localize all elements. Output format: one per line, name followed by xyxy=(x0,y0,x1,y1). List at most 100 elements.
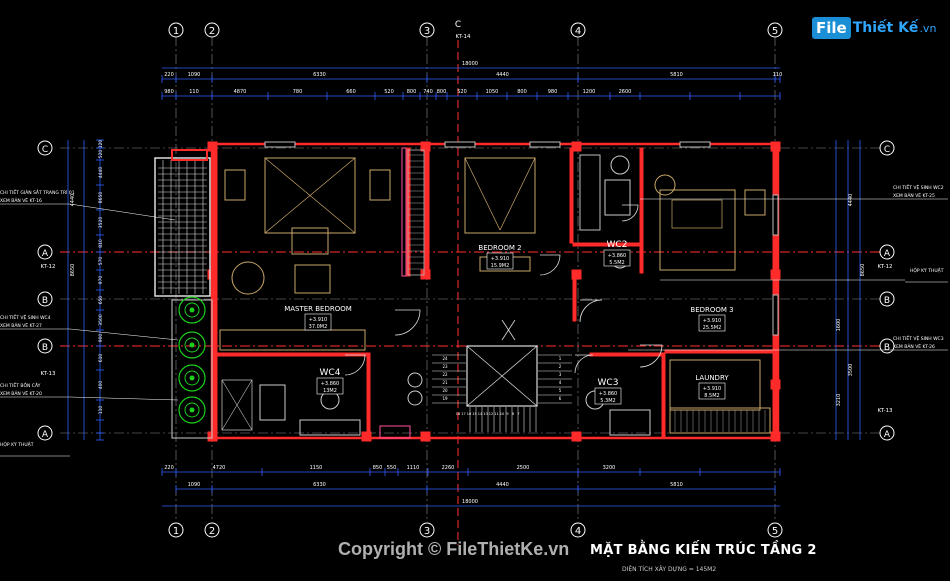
room-area: 8.5M2 xyxy=(704,393,719,399)
room-tag xyxy=(698,314,726,332)
grid-label-bottom: 3 xyxy=(424,526,430,537)
section-ref: KT-14 xyxy=(455,34,471,40)
window-right-1 xyxy=(772,294,779,336)
room-tag xyxy=(316,377,344,395)
stair-number-right: 6 xyxy=(559,396,562,401)
stair-number-bottom: 16 xyxy=(467,412,471,416)
wall-right xyxy=(772,143,779,439)
leader-left-0 xyxy=(69,203,176,221)
wc4-vanity xyxy=(299,419,361,436)
note-right-line1: CHI TIẾT VỆ SINH WC3 xyxy=(893,334,944,342)
window-top-2 xyxy=(529,141,561,148)
grid-label-right: C xyxy=(884,145,890,155)
grid-label-top: 1 xyxy=(173,26,179,37)
stair-number-left: 22 xyxy=(442,372,448,377)
grid-label-right: B xyxy=(884,296,890,306)
stair-number-right: 3 xyxy=(559,372,562,377)
grid-bubble-left xyxy=(37,140,53,156)
grid-label-right: A xyxy=(884,430,891,440)
planter-tree-3 xyxy=(178,396,206,424)
dim-bottom-1-label: 1110 xyxy=(407,465,420,471)
column-10 xyxy=(420,431,431,442)
section-ref-right-b: KT-13 xyxy=(877,408,893,414)
dim-top-2-label: 520 xyxy=(457,89,467,95)
room-level: +3.910 xyxy=(703,318,722,324)
planter-tree-inner-0 xyxy=(184,302,200,318)
room-area: 15.9M2 xyxy=(491,263,510,269)
dim-top-2-label: 2600 xyxy=(619,89,632,95)
wall-corridor xyxy=(572,275,577,322)
room-tag xyxy=(698,382,726,400)
room-level: +3.910 xyxy=(703,386,722,392)
wc4-shower-x xyxy=(221,379,253,431)
stair-number-right: 4 xyxy=(559,380,562,385)
dim-left-label: 4440 xyxy=(98,167,104,179)
note-right-line1: CHI TIẾT VỆ SINH WC2 xyxy=(893,183,944,191)
dim-top-1-label: 1090 xyxy=(188,72,201,78)
column-13 xyxy=(361,431,372,442)
stair-number-bottom: 14 xyxy=(478,412,483,416)
grid-bubble-bottom-5 xyxy=(767,522,783,538)
bed-3-pillow xyxy=(671,199,723,229)
section-ref-left-b: KT-13 xyxy=(40,371,56,377)
dim-left-total: 8650 xyxy=(70,264,76,277)
wall-wc4-top xyxy=(216,352,368,357)
grid-label-top: 3 xyxy=(424,26,430,37)
grid-bubble-left xyxy=(37,291,53,307)
dim-left-label: 650 xyxy=(98,296,104,305)
stair-number-left: 24 xyxy=(442,356,448,361)
shaft-closet xyxy=(401,147,407,277)
room-area: 5.5M2 xyxy=(609,260,624,266)
wall-mb-br2 xyxy=(424,147,430,279)
column-6 xyxy=(207,269,218,280)
stair-number-bottom: 11 xyxy=(494,412,498,416)
dim-top-2-label: 1200 xyxy=(583,89,596,95)
balcony-header xyxy=(171,149,208,161)
wc2-vanity xyxy=(604,179,631,216)
grid-label-left: A xyxy=(42,430,49,440)
room-name: LAUNDRY xyxy=(695,374,729,382)
window-right-0 xyxy=(772,194,779,236)
grid-bubble-bottom-1 xyxy=(168,522,184,538)
stair-number-bottom: 17 xyxy=(461,412,465,416)
dim-left-label: 900 xyxy=(98,334,104,343)
room-name: BEDROOM 3 xyxy=(690,306,733,314)
dim-top-2-label: 980 xyxy=(548,89,558,95)
dim-left-mid: 4440 xyxy=(70,194,76,207)
note-right-line2: XEM BẢN VẼ KT-25 xyxy=(893,191,935,199)
note-left-line1: CHI TIẾT BỒN CÂY xyxy=(0,380,41,389)
dim-top-2-label: 980 xyxy=(164,89,174,95)
stair-number-bottom: 8 xyxy=(512,412,514,416)
stair-number-right: 5 xyxy=(559,388,562,393)
nightstand-left xyxy=(224,169,246,201)
dim-top-1-label: 220 xyxy=(164,72,174,78)
section-ref-right-a: KT-12 xyxy=(877,264,892,270)
grid-label-top: 4 xyxy=(575,26,581,37)
leader-left-1 xyxy=(69,328,179,341)
window-top-0 xyxy=(264,141,296,148)
dim-bottom-1-label: 550 xyxy=(387,465,397,471)
note-right-line2: XEM BẢN VẼ KT-26 xyxy=(893,342,935,350)
grid-label-bottom: 2 xyxy=(209,526,215,537)
logo-name: Thiết Kế xyxy=(852,20,919,36)
outer-wall xyxy=(210,142,780,440)
grid-bubble-bottom-2 xyxy=(204,522,220,538)
dim-bottom-1-label: 1150 xyxy=(310,465,323,471)
column-4 xyxy=(420,269,431,280)
grid-bubble-left xyxy=(37,425,53,441)
dim-top-1-label: 4440 xyxy=(496,72,509,78)
leader-left-2 xyxy=(69,396,179,401)
dim-left-label: 810 xyxy=(98,239,104,248)
dim-right-label: 1600 xyxy=(836,319,842,332)
door-laundry xyxy=(639,344,663,368)
hall-fixture xyxy=(407,372,423,388)
door-wc3 xyxy=(574,354,594,374)
bed-2 xyxy=(464,157,536,234)
planter-box xyxy=(171,299,213,439)
dim-left-label: 970 xyxy=(98,276,104,285)
grid-label-left: B xyxy=(42,296,48,306)
stair-number-bottom: 18 xyxy=(456,412,460,416)
column-5 xyxy=(571,269,582,280)
grid-bubble-right xyxy=(879,291,895,307)
